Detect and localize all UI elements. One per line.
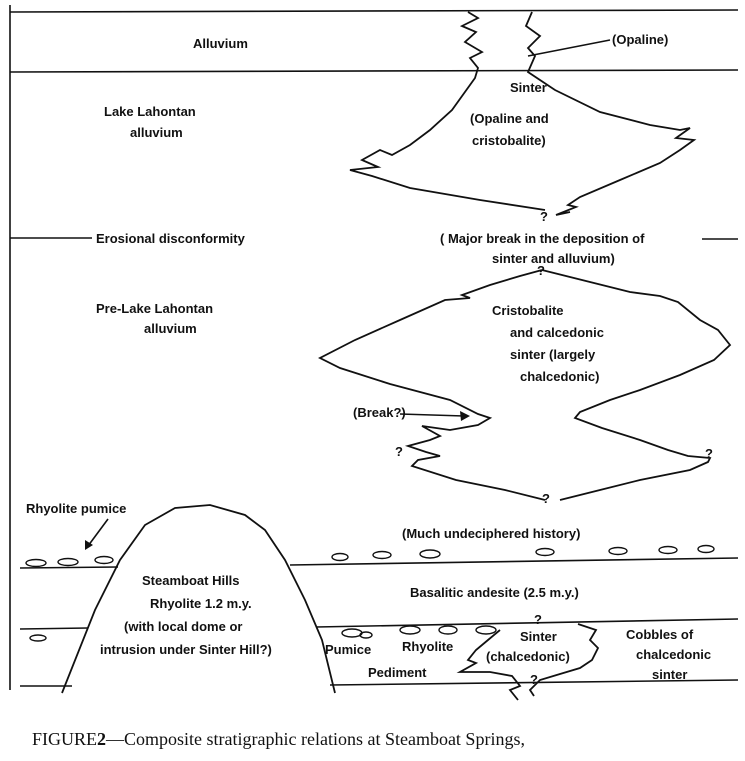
pebble <box>608 546 628 556</box>
top-boundary-line <box>9 9 739 13</box>
pebble <box>399 625 421 635</box>
label-rhyolite: Rhyolite <box>402 639 453 654</box>
caption-text: —Composite stratigraphic relations at St… <box>105 729 525 749</box>
label-cobbles-1: Cobbles of <box>626 627 694 642</box>
pebble <box>419 549 441 559</box>
upper-sinter-right-boundary <box>524 11 697 216</box>
question-mark: ? <box>395 444 403 459</box>
question-mark: ? <box>540 209 548 224</box>
label-pre-lake-lahontan-1: Pre-Lake Lahontan <box>96 301 213 316</box>
pebble <box>697 544 715 554</box>
figure-caption: FIGURE2—Composite stratigraphic relation… <box>32 729 525 749</box>
pumice-pebbles <box>25 544 715 568</box>
label-rhyolite-pumice: Rhyolite pumice <box>26 501 126 516</box>
label-steamboat-hills-4: intrusion under Sinter Hill?) <box>100 642 272 657</box>
break-arrowhead <box>460 411 470 421</box>
label-basaltic-andesite: Basalitic andesite (2.5 m.y.) <box>410 585 579 600</box>
label-alluvium: Alluvium <box>193 36 248 51</box>
label-sinter-chalcedonic-2: (chalcedonic) <box>486 649 570 664</box>
basaltic-base-line-left <box>19 627 89 630</box>
label-cristobalite-3: sinter (largely <box>510 347 596 362</box>
question-mark: ? <box>530 672 538 687</box>
pebble <box>475 625 497 635</box>
pebble <box>438 625 458 635</box>
basaltic-base-line-right <box>315 618 739 628</box>
label-lake-lahontan-2: alluvium <box>130 125 183 140</box>
pebble-line-right <box>289 557 739 566</box>
question-mark: ? <box>534 612 542 627</box>
chalcedonic-sinter-wedge-right <box>528 623 600 697</box>
label-major-break-2: sinter and alluvium) <box>492 251 615 266</box>
question-mark: ? <box>537 263 545 278</box>
pebble <box>94 555 114 565</box>
chalcedonic-sinter-wedge-left <box>456 629 522 701</box>
label-opaline: (Opaline) <box>612 32 668 47</box>
pumice-arrowhead <box>85 540 93 550</box>
alluvium-base-line <box>9 69 739 73</box>
pumice-arrow-line <box>87 518 109 547</box>
pebble-line-left <box>19 566 119 569</box>
label-pre-lake-lahontan-2: alluvium <box>144 321 197 336</box>
break-arrow-line <box>399 413 465 417</box>
label-lake-lahontan-1: Lake Lahontan <box>104 104 196 119</box>
caption-figure-word: FIGURE <box>32 729 97 749</box>
label-major-break-1: ( Major break in the deposition of <box>440 231 645 246</box>
pebble <box>25 558 47 568</box>
label-opaline-cristobalite-1: (Opaline and <box>470 111 549 126</box>
pebble <box>29 634 47 642</box>
pebble <box>57 557 79 567</box>
pebble <box>535 547 555 557</box>
label-steamboat-hills-2: Rhyolite 1.2 m.y. <box>150 596 252 611</box>
steamboat-hills-dome <box>61 504 336 694</box>
pediment-base-line-right <box>329 679 739 686</box>
upper-sinter-left-boundary <box>349 11 546 211</box>
label-erosional-disconformity: Erosional disconformity <box>96 231 246 246</box>
label-steamboat-hills-3: (with local dome or <box>124 619 242 634</box>
label-pediment: Pediment <box>368 665 427 680</box>
lower-sinter-right-boundary <box>541 269 732 501</box>
label-pumice: Pumice <box>325 642 371 657</box>
label-cobbles-2: chalcedonic <box>636 647 711 662</box>
opaline-tongue-line <box>527 39 611 57</box>
label-cristobalite-4: chalcedonic) <box>520 369 599 384</box>
pebble <box>341 628 363 638</box>
pediment-pebbles <box>341 625 497 639</box>
pebble <box>372 550 392 560</box>
pebble <box>658 545 678 555</box>
label-cobbles-3: sinter <box>652 667 687 682</box>
label-sinter-chalcedonic-1: Sinter <box>520 629 557 644</box>
label-steamboat-hills-1: Steamboat Hills <box>142 573 240 588</box>
label-break: (Break?) <box>353 405 406 420</box>
question-mark: ? <box>542 491 550 506</box>
pebble <box>331 552 349 562</box>
question-mark: ? <box>705 446 713 461</box>
lower-sinter-left-boundary <box>318 269 546 501</box>
label-cristobalite-1: Cristobalite <box>492 303 564 318</box>
caption-figure-number: 2 <box>97 729 106 749</box>
label-cristobalite-2: and calcedonic <box>510 325 604 340</box>
label-opaline-cristobalite-2: cristobalite) <box>472 133 546 148</box>
label-much-undeciphered-history: (Much undeciphered history) <box>402 526 580 541</box>
pebble <box>359 631 373 639</box>
label-sinter: Sinter <box>510 80 547 95</box>
